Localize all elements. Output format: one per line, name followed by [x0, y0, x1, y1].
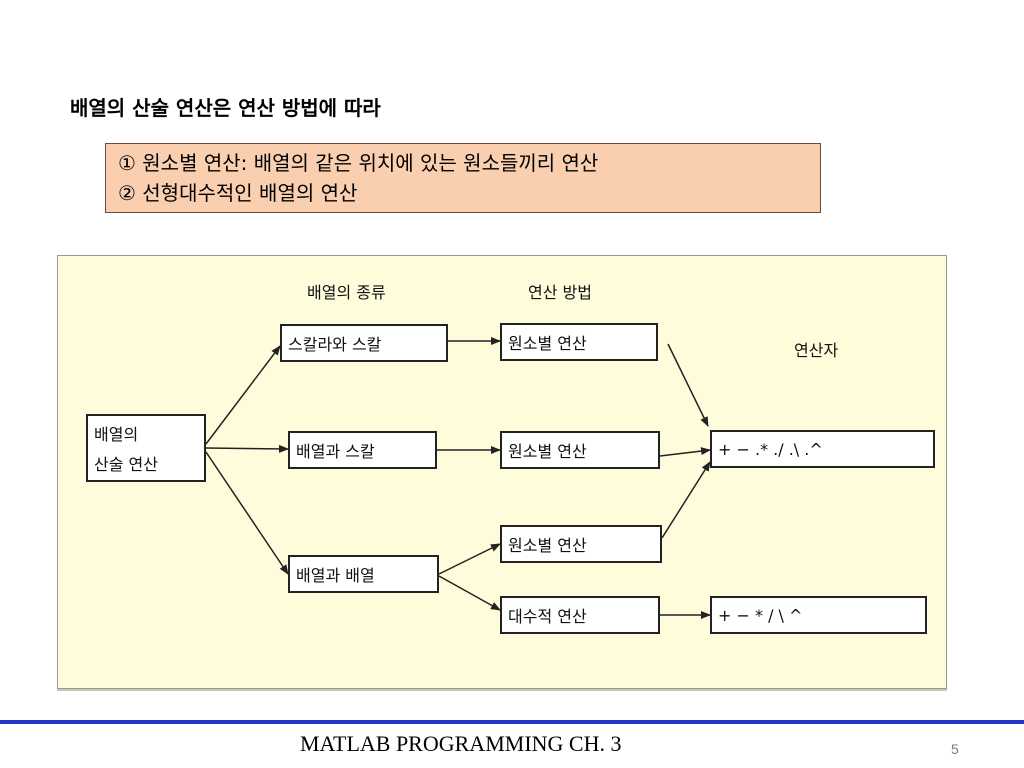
operators-matrix: + − * / \ ^ [710, 596, 927, 634]
arrow-root-to-array-scalar [205, 444, 289, 453]
footer-title: MATLAB PROGRAMMING CH. 3 [300, 731, 622, 756]
arrow-array-array-to-elementwise [438, 543, 501, 575]
arrow-root-to-array-array [205, 451, 289, 575]
node-array-array: 배열과 배열 [288, 555, 439, 593]
arrow-root-to-scalar [205, 345, 281, 445]
definition-callout: ① 원소별 연산: 배열의 같은 위치에 있는 원소들끼리 연산 ② 선형대수적… [105, 143, 821, 213]
col-label-operator: 연산자 [794, 341, 839, 360]
footer-rule [0, 720, 1024, 724]
arrow-array-array-to-linear [438, 575, 501, 611]
page-number: 5 [951, 741, 959, 757]
node-scalar-scalar: 스칼라와 스칼 [280, 324, 448, 362]
col-label-method: 연산 방법 [528, 283, 592, 302]
slide-heading: 배열의 산술 연산은 연산 방법에 따라 [70, 96, 381, 120]
operation-diagram: 배열의 종류 연산 방법 연산자 배열의 산술 연산 스칼라와 스칼 배열과 스… [57, 255, 947, 689]
root-node: 배열의 산술 연산 [86, 414, 206, 482]
node-linear-algebra: 대수적 연산 [500, 596, 660, 634]
callout-item-elementwise: ① 원소별 연산: 배열의 같은 위치에 있는 원소들끼리 연산 [118, 151, 599, 175]
arrow-elementwise2-to-ops [659, 447, 711, 457]
operators-elementwise: + − .* ./ .\ .^ [710, 430, 935, 468]
node-array-scalar: 배열과 스칼 [288, 431, 437, 469]
node-elementwise-1: 원소별 연산 [500, 323, 658, 361]
arrow-elementwise3-to-ops [661, 461, 711, 539]
col-label-array-type: 배열의 종류 [307, 283, 386, 302]
figure-bottom-edge [57, 689, 947, 691]
node-elementwise-2: 원소별 연산 [500, 431, 660, 469]
arrow-elementwise1-to-ops [667, 343, 709, 427]
callout-item-linear-algebra: ② 선형대수적인 배열의 연산 [118, 181, 358, 205]
diagram-arrows [205, 337, 711, 619]
node-elementwise-3: 원소별 연산 [500, 525, 662, 563]
root-line-1: 배열의 [94, 425, 139, 444]
root-line-2: 산술 연산 [94, 455, 158, 474]
